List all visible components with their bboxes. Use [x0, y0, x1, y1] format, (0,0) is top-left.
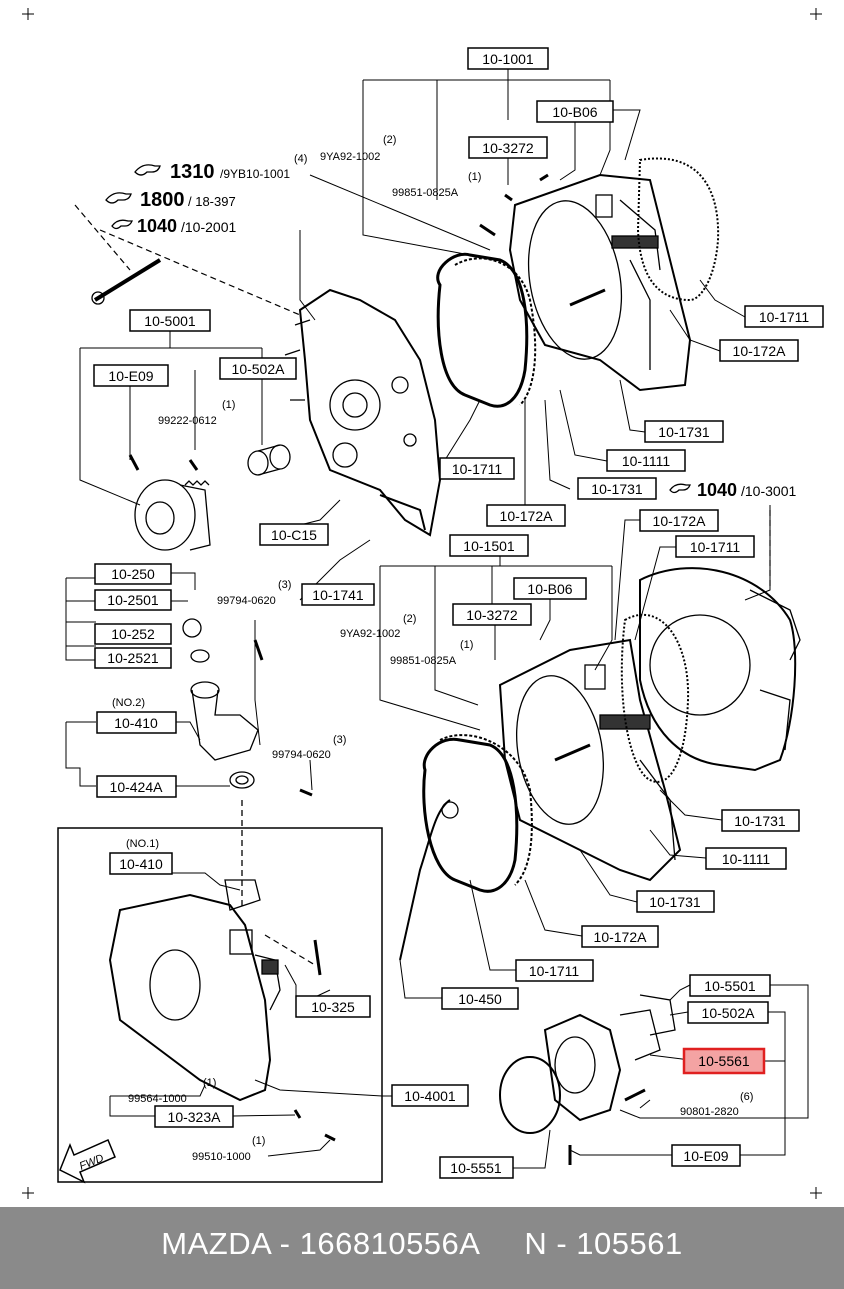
label-10-5561: 10-5561 — [698, 1053, 750, 1069]
label-10-5001: 10-5001 — [144, 313, 196, 329]
ref-1040a-num: 1040 — [137, 216, 177, 236]
note-9ya92-b: 9YA92-1002 — [340, 628, 400, 640]
exploded-parts-diagram: 10-1001 10-B06 10-3272 10-1711 10-172A 1… — [22, 8, 824, 1199]
label-10-1711-bot: 10-1711 — [529, 963, 580, 979]
label-10-502a-left: 10-502A — [232, 361, 286, 377]
note-9ya92-a: 9YA92-1002 — [320, 151, 380, 163]
highlight-10-5561 — [682, 1047, 766, 1075]
label-10-172a-bot: 10-172A — [594, 929, 648, 945]
ref-1040b-code: /10-3001 — [741, 483, 796, 499]
ref-1040b-num: 1040 — [697, 480, 737, 500]
ref-1310-code: /9YB10-1001 — [220, 167, 290, 181]
pointing-hand-icon-1040a — [111, 219, 133, 230]
rotor-housing-middle — [498, 638, 682, 882]
pointing-hand-icon-1310 — [134, 164, 161, 176]
leader-lines — [65, 69, 809, 1169]
stationary-gear-assembly — [499, 994, 676, 1165]
footer-bar — [0, 1207, 844, 1289]
label-10-1731-d: 10-1731 — [649, 894, 701, 910]
note-1a: (1) — [468, 171, 481, 183]
label-10-1731-b: 10-1731 — [591, 481, 643, 497]
label-10-1741: 10-1741 — [312, 587, 364, 603]
note-99851-b: 99851-0825A — [390, 655, 457, 667]
ref-1800-code: / 18-397 — [188, 194, 236, 209]
label-10-325: 10-325 — [311, 999, 355, 1015]
note-3b: (3) — [333, 734, 346, 746]
label-10-250: 10-250 — [111, 566, 155, 582]
note-99510: 99510-1000 — [192, 1151, 251, 1163]
note-6: (6) — [740, 1091, 753, 1103]
note-1e: (1) — [252, 1135, 265, 1147]
label-10-1731-a: 10-1731 — [658, 424, 710, 440]
label-10-5551: 10-5551 — [450, 1160, 502, 1176]
label-10-b06-mid: 10-B06 — [527, 581, 572, 597]
note-3a: (3) — [278, 579, 291, 591]
label-10-1731-c: 10-1731 — [734, 813, 786, 829]
fwd-label: FWD — [78, 1152, 106, 1173]
label-10-424a: 10-424A — [110, 779, 164, 795]
label-10-172a-r: 10-172A — [653, 513, 707, 529]
label-10-c15: 10-C15 — [271, 527, 317, 543]
ref-1310-num: 1310 — [170, 161, 215, 183]
label-10-4001: 10-4001 — [404, 1088, 456, 1104]
pointing-hand-icon-1800 — [105, 192, 132, 204]
oil-filler-pipe — [190, 681, 259, 789]
rear-housing — [639, 567, 801, 772]
label-10-1111-b: 10-1111 — [722, 851, 770, 867]
note-99794-b: 99794-0620 — [272, 749, 331, 761]
note-2a: (2) — [383, 134, 396, 146]
label-10-450: 10-450 — [458, 991, 502, 1007]
note-no1: (NO.1) — [126, 838, 159, 850]
label-10-3272-mid: 10-3272 — [466, 607, 518, 623]
label-10-172a-mid: 10-172A — [500, 508, 554, 524]
label-10-1001: 10-1001 — [482, 51, 534, 67]
label-10-1501: 10-1501 — [463, 538, 515, 554]
note-1d: (1) — [203, 1077, 216, 1089]
label-10-502a-r: 10-502A — [702, 1005, 756, 1021]
note-2b: (2) — [403, 613, 416, 625]
label-10-5501: 10-5501 — [704, 978, 756, 994]
note-4: (4) — [294, 153, 307, 165]
label-10-172a-tr: 10-172A — [733, 343, 787, 359]
label-10-1711-mid: 10-1711 — [452, 461, 503, 477]
label-10-410-a: 10-410 — [114, 715, 158, 731]
note-1b: (1) — [222, 399, 235, 411]
pointing-hand-icon-1040b — [669, 483, 691, 494]
ref-1800-num: 1800 — [140, 189, 185, 211]
note-no2: (NO.2) — [112, 697, 145, 709]
note-99794-a: 99794-0620 — [217, 595, 276, 607]
rear-rotor-housing-upper — [508, 173, 692, 392]
label-10-323a: 10-323A — [168, 1109, 222, 1125]
note-1c: (1) — [460, 639, 473, 651]
label-10-3272-top: 10-3272 — [482, 140, 534, 156]
label-10-2501: 10-2501 — [107, 592, 159, 608]
label-10-1711-r: 10-1711 — [690, 539, 741, 555]
ref-1040a-code: /10-2001 — [181, 219, 236, 235]
oil-pump-drive-gear — [134, 479, 211, 551]
front-housing-inset — [108, 879, 281, 1102]
note-99222: 99222-0612 — [158, 415, 217, 427]
fwd-arrow-icon — [59, 1139, 116, 1184]
label-10-e09-left: 10-E09 — [108, 368, 153, 384]
note-99851-a: 99851-0825A — [392, 187, 459, 199]
front-housing — [284, 288, 442, 537]
label-10-252: 10-252 — [111, 626, 155, 642]
label-10-1711-tr: 10-1711 — [759, 309, 810, 325]
part-number-caption: MAZDA - 166810556A N - 105561 — [161, 1226, 683, 1261]
label-10-1111-a: 10-1111 — [622, 453, 670, 469]
note-99564: 99564-1000 — [128, 1093, 187, 1105]
label-10-410-b: 10-410 — [119, 856, 163, 872]
label-10-2521: 10-2521 — [107, 650, 159, 666]
label-10-b06-top: 10-B06 — [552, 104, 597, 120]
label-10-e09-r: 10-E09 — [683, 1148, 728, 1164]
note-90801: 90801-2820 — [680, 1106, 739, 1118]
